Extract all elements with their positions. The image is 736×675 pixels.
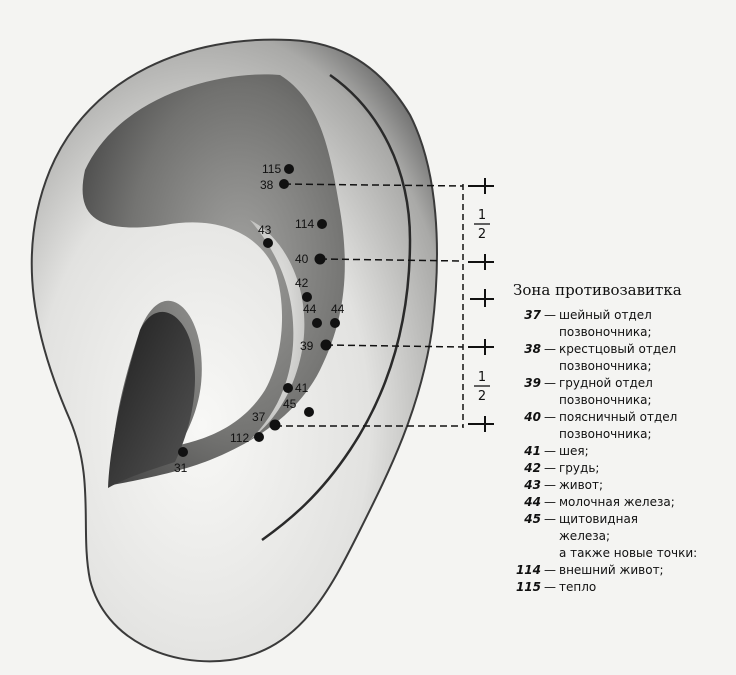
point-40-label: 40 [295, 252, 309, 266]
legend-dash: — [544, 563, 556, 577]
legend-item-38-cont: позвоночника; [559, 359, 652, 373]
point-markers [178, 164, 340, 457]
legend-item-115: 115—тепло [505, 579, 733, 596]
legend-text: молочная железа; [559, 495, 675, 509]
point-114-label: 114 [295, 217, 314, 231]
legend-item-42: 42—грудь; [505, 460, 733, 477]
legend-item-41: 41—шея; [505, 443, 733, 460]
legend-text: шея; [559, 444, 589, 458]
legend-item-37: 37—шейный отдел [505, 307, 733, 324]
point-labels: 115 38 114 43 40 42 44 44 39 41 45 37 11… [174, 162, 345, 475]
legend-note: а также новые точки: [559, 546, 698, 560]
legend-num: 45 [524, 512, 541, 526]
legend-num: 114 [515, 563, 541, 577]
legend-dash: — [544, 410, 556, 424]
legend-num: 42 [524, 461, 541, 475]
legend-text: щитовидная [559, 512, 639, 526]
legend-dash: — [544, 580, 556, 594]
point-42-label: 42 [295, 276, 309, 290]
point-37-label: 37 [252, 410, 266, 424]
point-112-dot [254, 432, 264, 442]
point-41-label: 41 [295, 381, 309, 395]
legend-dash: — [544, 478, 556, 492]
point-31-label: 31 [174, 461, 188, 475]
point-44a-dot [312, 318, 322, 328]
legend-num: 43 [524, 478, 541, 492]
point-31-dot [178, 447, 188, 457]
legend-dash: — [544, 342, 556, 356]
point-114-dot [317, 219, 327, 229]
leader-39 [325, 344, 464, 348]
point-44a-label: 44 [303, 302, 317, 316]
legend-item-38: 38—крестцовый отдел [505, 341, 733, 358]
point-38-label: 38 [260, 178, 274, 192]
fraction-upper-num: 1 [478, 208, 486, 223]
legend-text: шейный отдел [559, 308, 652, 322]
point-45-label: 45 [283, 397, 297, 411]
point-40-dot [314, 253, 326, 265]
legend-num: 37 [524, 308, 541, 322]
leader-40 [319, 258, 464, 262]
legend-item-43: 43—живот; [505, 477, 733, 494]
legend-item-114: 114—внешний живот; [505, 562, 733, 579]
fraction-upper-den: 2 [478, 227, 486, 242]
legend-dash: — [544, 512, 556, 526]
legend-text: тепло [559, 580, 597, 594]
legend-dash: — [544, 376, 556, 390]
legend-num: 115 [515, 580, 541, 594]
legend-item-39: 39—грудной отдел [505, 375, 733, 392]
legend-item-40-cont: позвоночника; [559, 427, 652, 441]
legend-text: внешний живот; [559, 563, 664, 577]
legend-text: грудь; [559, 461, 600, 475]
fraction-lower-num: 1 [478, 370, 486, 385]
point-38-dot [279, 179, 289, 189]
point-115-dot [284, 164, 294, 174]
legend-text: крестцовый отдел [559, 342, 677, 356]
point-41-dot [283, 383, 293, 393]
point-39-dot [320, 339, 332, 351]
leader-lines [275, 178, 494, 432]
legend: Зона противозавитка 37—шейный отдел позв… [505, 282, 733, 596]
point-44b-label: 44 [331, 302, 345, 316]
legend-item-45: 45—щитовидная [505, 511, 733, 528]
legend-dash: — [544, 495, 556, 509]
legend-title: Зона противозавитка [513, 281, 682, 299]
point-112-label: 112 [230, 431, 249, 445]
legend-dash: — [544, 444, 556, 458]
point-39-label: 39 [300, 339, 314, 353]
point-42-dot [302, 292, 312, 302]
legend-item-45-cont: железа; [559, 529, 611, 543]
legend-text: живот; [559, 478, 604, 492]
legend-item-44: 44—молочная железа; [505, 494, 733, 511]
legend-num: 41 [524, 444, 541, 458]
legend-num: 40 [524, 410, 541, 424]
fraction-lower-den: 2 [478, 389, 486, 404]
legend-text: поясничный отдел [559, 410, 678, 424]
point-45-dot [304, 407, 314, 417]
ear-canal [108, 311, 195, 488]
point-44b-dot [330, 318, 340, 328]
leader-38 [283, 183, 464, 187]
legend-dash: — [544, 461, 556, 475]
point-43-label: 43 [258, 223, 272, 237]
legend-item-40: 40—поясничный отдел [505, 409, 733, 426]
point-43-dot [263, 238, 273, 248]
point-115-label: 115 [262, 162, 281, 176]
helix-rim [261, 73, 412, 542]
point-37-dot [269, 419, 281, 431]
legend-item-39-cont: позвоночника; [559, 393, 652, 407]
legend-dash: — [544, 308, 556, 322]
legend-item-37-cont: позвоночника; [559, 325, 652, 339]
legend-num: 39 [524, 376, 541, 390]
legend-num: 44 [524, 495, 541, 509]
legend-text: грудной отдел [559, 376, 653, 390]
legend-num: 38 [524, 342, 541, 356]
